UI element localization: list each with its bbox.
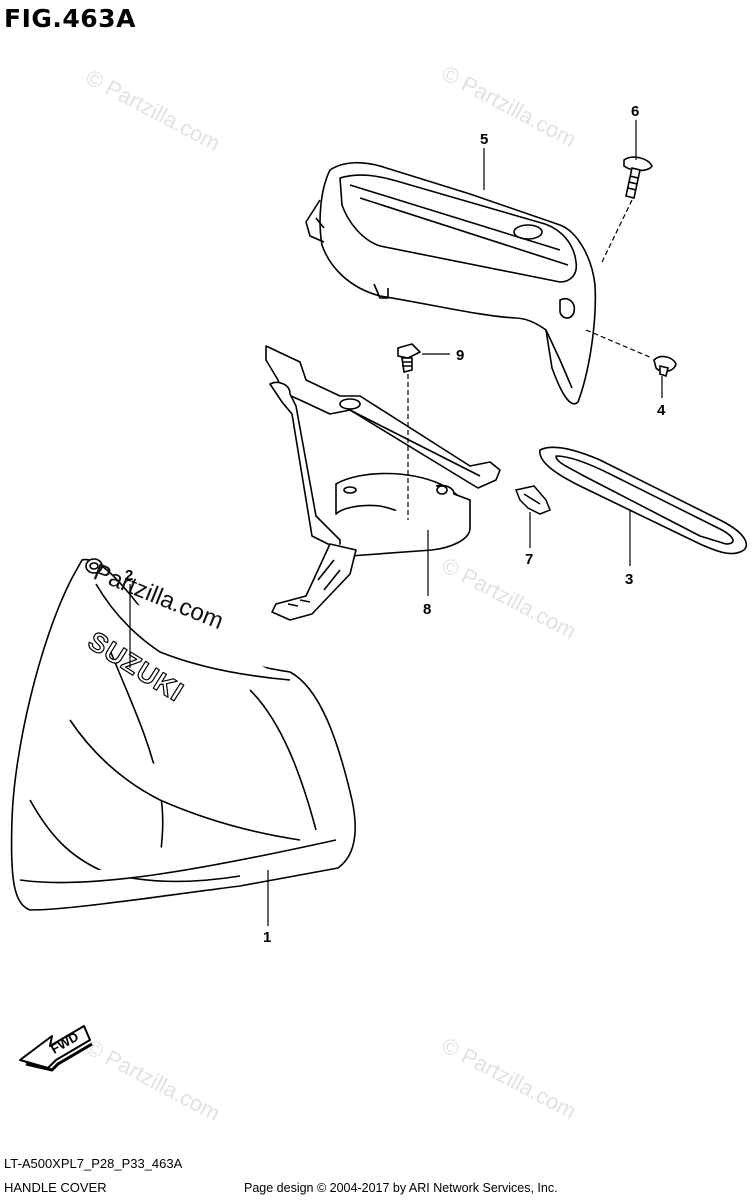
watermark-top-right: © Partzilla.com	[438, 60, 581, 152]
callout-1: 1	[263, 929, 271, 946]
watermark-top-left: © Partzilla.com	[82, 64, 225, 156]
callout-5: 5	[480, 131, 488, 148]
leader-6-axis	[601, 199, 633, 263]
footer-credit: Page design © 2004-2017 by ARI Network S…	[244, 1181, 558, 1195]
callout-4: 4	[657, 402, 666, 419]
model-code: LT-A500XPL7_P28_P33_463A	[4, 1156, 183, 1171]
callout-6: 6	[631, 103, 639, 120]
figure-title: FIG.463A	[4, 4, 136, 33]
part-5-upper-cover	[305, 161, 597, 405]
part-6-screw	[623, 156, 653, 199]
callout-9: 9	[456, 347, 464, 364]
part-9-bolt	[397, 343, 422, 373]
part-3-trim	[539, 446, 748, 555]
callout-3: 3	[625, 571, 633, 588]
leader-4-axis	[585, 329, 653, 359]
section-name: HANDLE COVER	[4, 1180, 107, 1195]
leader-lines	[129, 120, 663, 926]
part-8-bracket	[265, 345, 501, 621]
watermark-bottom-left: © Partzilla.com	[82, 1034, 225, 1126]
watermark-mid-right: © Partzilla.com	[438, 552, 581, 644]
part-4-clip	[653, 355, 677, 378]
callout-numbers: 5 6 4 9 8 7 3 2 1	[125, 103, 666, 946]
watermark-bottom-right: © Partzilla.com	[438, 1032, 581, 1124]
fwd-arrow: FWD	[19, 1025, 93, 1072]
part-7-clip	[514, 485, 551, 515]
callout-8: 8	[423, 601, 431, 618]
fwd-arrow-icon	[19, 1025, 91, 1069]
callout-2: 2	[125, 567, 133, 584]
callout-7: 7	[525, 551, 533, 568]
part-1-front-cover: SUZUKI	[10, 558, 356, 911]
